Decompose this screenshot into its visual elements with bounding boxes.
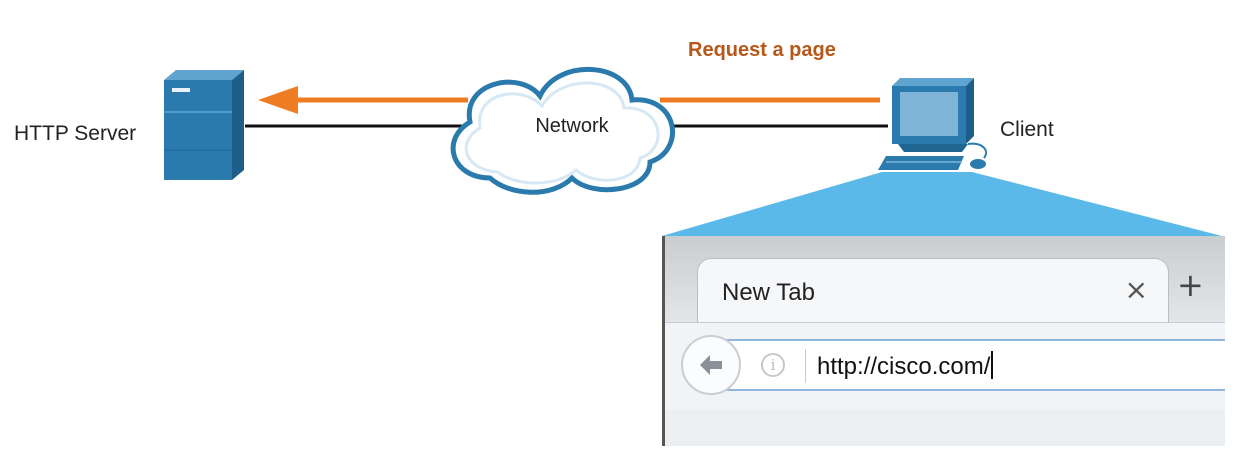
new-tab-button[interactable]: + [1177, 266, 1204, 304]
info-icon[interactable]: i [761, 353, 785, 377]
server-label: HTTP Server [14, 122, 137, 145]
client-label: Client [1000, 118, 1054, 141]
browser-projection [662, 172, 1222, 236]
request-label: Request a page [688, 39, 836, 61]
address-bar[interactable]: i http://cisco.com/ [725, 339, 1225, 391]
tab-title: New Tab [722, 279, 815, 306]
tab-strip: New Tab × + [665, 236, 1225, 326]
back-button[interactable] [681, 335, 741, 395]
close-icon[interactable]: × [1124, 273, 1148, 306]
network-label: Network [535, 115, 609, 137]
back-arrow-icon [700, 355, 722, 375]
network-cloud-icon [450, 66, 676, 195]
url-field[interactable]: http://cisco.com/ [817, 351, 994, 381]
navigation-bar: i http://cisco.com/ [665, 322, 1225, 411]
text-caret [991, 351, 994, 379]
url-text: http://cisco.com/ [817, 353, 991, 380]
page-content-area [665, 410, 1225, 446]
address-divider [805, 349, 806, 383]
server-icon [164, 70, 244, 180]
client-computer-icon [878, 78, 987, 170]
tab-new-tab[interactable]: New Tab × [697, 258, 1169, 323]
request-arrow [258, 86, 880, 114]
browser-window: New Tab × + i http://cisco.com/ [662, 236, 1225, 446]
